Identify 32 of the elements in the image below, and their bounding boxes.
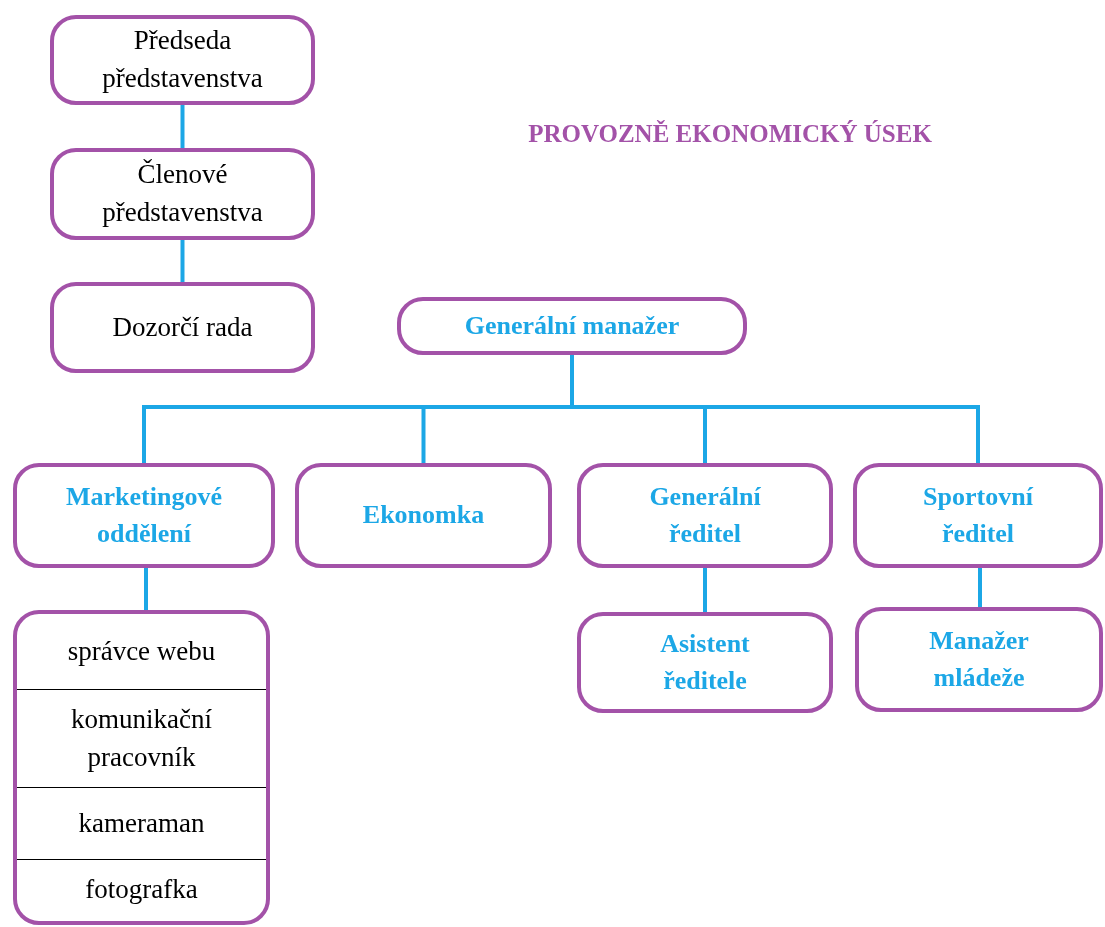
connector-line bbox=[180, 105, 185, 148]
org-box bbox=[853, 463, 1103, 568]
role-text: kameraman bbox=[78, 806, 205, 840]
role-text: Dozorčí rada bbox=[112, 310, 253, 344]
connector-line bbox=[978, 568, 982, 607]
connector-line bbox=[703, 568, 707, 612]
org-box bbox=[13, 463, 275, 568]
connector-line bbox=[570, 355, 980, 463]
role-text: Ekonomka bbox=[362, 499, 485, 532]
org-box bbox=[577, 463, 833, 568]
org-box bbox=[855, 607, 1103, 712]
role-text: Asistent ředitele bbox=[659, 628, 751, 697]
org-box bbox=[50, 148, 315, 240]
role-text: Předseda představenstva bbox=[101, 24, 264, 95]
org-box bbox=[50, 282, 315, 373]
role-text: Generální manažer bbox=[464, 309, 680, 342]
org-box bbox=[50, 15, 315, 105]
role-text: fotografka bbox=[85, 873, 198, 907]
role-text: Manažer mládeže bbox=[928, 625, 1030, 694]
org-box bbox=[577, 612, 833, 713]
role-text: Členové představenstva bbox=[101, 158, 264, 229]
role-text: Sportovní ředitel bbox=[922, 481, 1035, 550]
staff-list-box bbox=[13, 610, 270, 925]
role-text: komunikační pracovník bbox=[70, 702, 213, 774]
role-text: Generální ředitel bbox=[648, 481, 762, 550]
org-box bbox=[295, 463, 552, 568]
diagram-title: PROVOZNĚ EKONOMICKÝ ÚSEK bbox=[527, 120, 933, 148]
connector-line bbox=[180, 240, 185, 282]
role-text: Marketingové oddělení bbox=[65, 481, 223, 550]
org-box bbox=[397, 297, 747, 355]
connector-line bbox=[144, 568, 148, 610]
role-text: správce webu bbox=[67, 634, 216, 668]
